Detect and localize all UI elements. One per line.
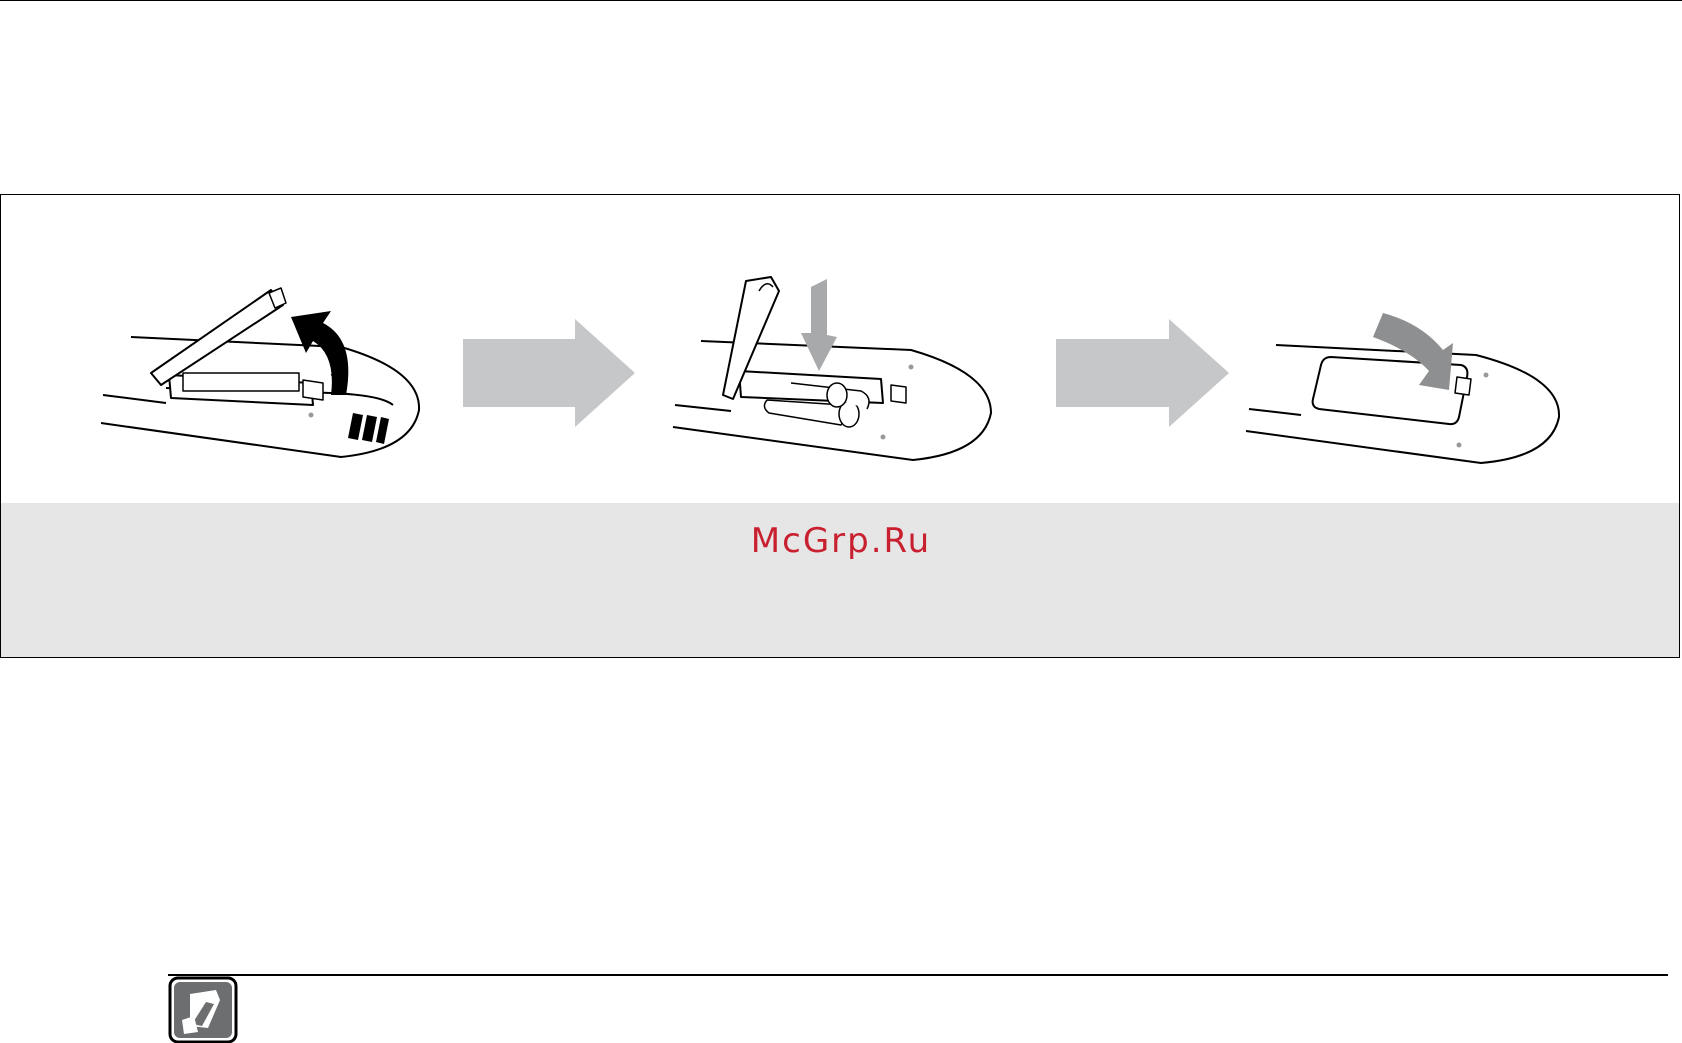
battery-installation-figure: McGrp.Ru — [0, 194, 1680, 658]
caption-band: McGrp.Ru — [1, 503, 1680, 658]
step-arrow-icon — [1056, 319, 1229, 427]
figure-illustrations — [1, 195, 1680, 503]
remote-insert-batteries-illustration — [673, 277, 991, 460]
step-arrow-icon — [463, 319, 635, 427]
note-pencil-icon — [168, 976, 240, 1043]
note-rule — [168, 974, 1668, 976]
watermark: McGrp.Ru — [1, 521, 1680, 561]
remote-close-cover-illustration — [1246, 345, 1559, 463]
top-rule — [0, 0, 1682, 1]
